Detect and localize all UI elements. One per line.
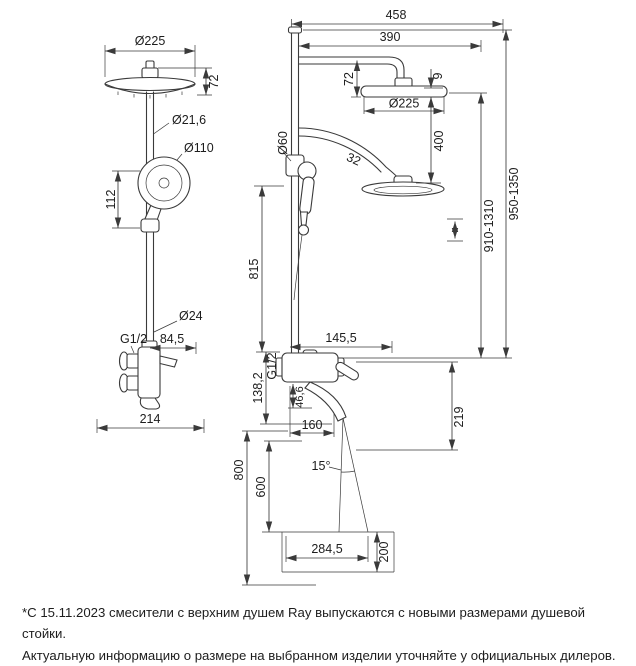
dim-label-side-pipe-diameter: Ø21,6 [172,113,206,127]
side-hand-shower [137,156,191,233]
dim-side-thread-offset: 84,5 [150,332,197,354]
dim-label-spout-angle: 15° [312,459,331,473]
dim-side-head-height: 72 [158,67,221,96]
dim-label-side-handshower-span: 112 [104,189,118,209]
dim-front-mount-height-rim: 600 [254,440,302,532]
dim-side-handshower-span: 112 [104,170,140,229]
dim-label-arm-reach: 390 [380,30,401,44]
dim-label-stream-reach: 284,5 [311,542,342,556]
dim-front-spout-drop: 219 [356,361,466,451]
dim-label-total-reach: 458 [386,8,407,22]
dim-front-head-drop: 400 [416,97,446,184]
dim-front-head-rim: 9 [424,69,445,89]
side-view: Ø225 72 Ø21,6 Ø110 112 Ø24 G1/2 [96,34,221,433]
dim-side-handshower-diameter: Ø110 [176,141,214,161]
dim-label-column-length: 815 [247,259,261,280]
footnote-line2: Актуальную информацию о размере на выбра… [22,647,616,663]
dim-front-holder-diameter: Ø60 [276,131,292,162]
shower-column-technical-drawing: Ø225 72 Ø21,6 Ø110 112 Ø24 G1/2 [96,8,521,586]
height-adjustment-symbol [447,218,463,242]
dim-front-spout-wall-offset: 46,6 [288,384,312,409]
dim-label-side-column-diameter: Ø24 [179,309,203,323]
footnote: *С 15.11.2023 смесители с верхним душем … [0,594,636,666]
dim-front-head-diameter: Ø225 [363,97,445,115]
dim-label-front-head-height: 72 [342,72,356,86]
dim-front-mount-height-floor: 800 [232,430,316,586]
dim-label-side-handshower-diameter: Ø110 [184,141,214,155]
dim-front-stream-reach: 284,5 [285,536,369,562]
front-hand-shower [293,161,317,301]
dim-label-side-head-diameter: Ø225 [135,34,166,48]
dim-side-thread: G1/2 [120,332,147,354]
dim-label-side-thread-offset: 84,5 [160,332,184,346]
stream-landing-zone [262,531,395,573]
dim-front-mixer-reach: 145,5 [290,331,393,353]
dim-front-stream-depth: 200 [373,532,391,572]
dim-label-spout-reach: 160 [302,418,323,432]
dim-front-column-length: 815 [247,185,284,352]
front-shower-head [360,85,448,98]
dim-label-adjustable-height: 910-1310 [482,200,496,253]
dim-label-holder-diameter: Ø60 [276,131,290,155]
footnote-line1: *С 15.11.2023 смесители с верхним душем … [22,605,586,642]
dim-side-base-width: 214 [96,412,205,433]
dim-label-stream-depth: 200 [377,542,391,563]
dim-front-thread: G1/2 [265,352,279,379]
dim-label-arm-diameter: 32 [344,150,362,168]
dim-front-head-height: 72 [342,60,361,98]
side-shower-head [104,60,196,99]
front-riser-pipe [287,26,303,357]
dim-label-mixer-height: 138,2 [251,372,265,403]
dim-label-total-height: 950-1350 [507,168,521,221]
dim-front-arm-reach: 390 [299,30,482,52]
dim-side-head-diameter: Ø225 [104,34,196,77]
water-stream-lines: 15° [312,417,369,533]
dim-label-mount-height-rim: 600 [254,477,268,498]
dim-label-head-rim: 9 [431,72,445,79]
dim-front-spout-reach: 160 [289,386,335,437]
dim-side-column-diameter: Ø24 [153,309,203,333]
dim-label-front-thread: G1/2 [265,352,279,379]
dim-front-adjustable-height: 910-1310 [449,92,496,358]
dim-label-mount-height-floor: 800 [232,460,246,481]
dim-label-side-head-height: 72 [207,75,221,89]
dim-label-side-base-width: 214 [140,412,161,426]
front-lower-head [361,181,445,197]
dim-front-arm-diameter: 32 [344,150,362,168]
dim-front-mixer-height: 138,2 [251,351,332,425]
dim-side-pipe-diameter: Ø21,6 [153,113,206,135]
dim-label-spout-wall-offset: 46,6 [294,386,306,407]
dim-label-mixer-reach: 145,5 [325,331,356,345]
dim-label-front-head-diameter: Ø225 [389,97,420,111]
dim-label-spout-drop: 219 [452,407,466,428]
side-mixer [118,340,178,410]
front-mixer [275,349,360,422]
dim-label-head-drop: 400 [432,131,446,152]
front-view: 458 390 72 9 Ø225 400 [232,8,521,586]
dim-front-total-height: 950-1350 [303,29,521,359]
dim-label-side-thread: G1/2 [120,332,147,346]
